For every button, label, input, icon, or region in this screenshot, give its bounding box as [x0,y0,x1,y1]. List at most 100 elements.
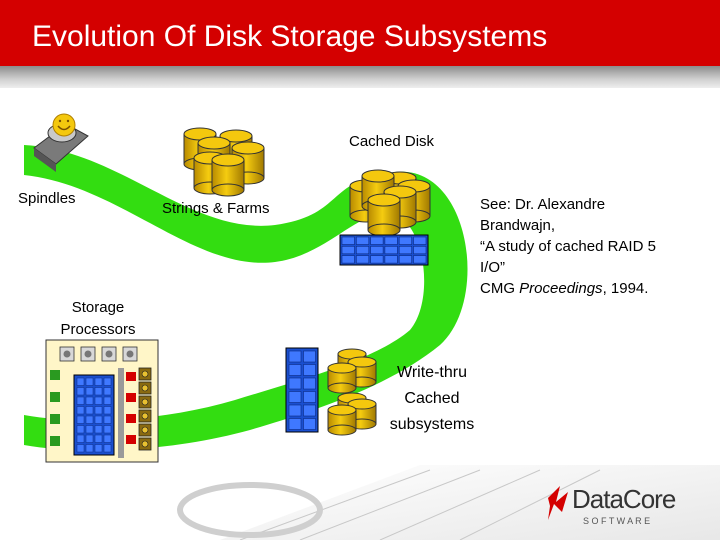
processor-array-cell [76,396,85,405]
processor-array-cell [85,377,94,386]
processor-array-cell [85,415,94,424]
reference-line5: CMG Proceedings, 1994. [480,278,710,299]
processor-slot-dot [84,350,92,358]
mini-disk-icon [138,437,152,451]
processor-connector-icon [50,392,60,402]
processor-port-icon [126,414,136,423]
reference-line4: I/O” [480,259,505,276]
cache-array-cell [370,246,384,255]
processor-array-cell [94,434,103,443]
write-thru-array-cell [288,404,302,417]
write-thru-array-cell [288,418,302,430]
processor-array-cell [76,387,85,396]
cache-array-cell [370,255,384,264]
processor-array-cell [103,415,112,424]
cache-array-cell [341,255,355,264]
processor-array-cell [85,396,94,405]
label-write-thru-line1: Write-thru [397,364,467,381]
storage-processor-box [45,339,159,463]
title-bar [0,0,720,68]
reference-line5-prefix: CMG [480,280,520,297]
processor-slot-dot [105,350,113,358]
processor-port-icon [126,435,136,444]
write-thru-array-cell [288,391,302,403]
label-write-thru-line2: Cached [404,390,460,407]
mini-disk-icon [138,381,152,395]
processor-port-icon [126,393,136,402]
processor-array-cell [103,444,112,453]
processor-array-cell [103,425,112,434]
processor-array-cell [94,406,103,415]
label-write-thru: Write-thru Cached subsystems [382,360,482,438]
cache-array-cell [384,255,398,264]
background-floor [177,465,720,540]
mini-disk-icon [138,409,152,423]
cache-array-cell [341,236,355,245]
cache-array-cell [355,255,370,264]
label-storage-processors-line1: Storage [71,299,125,316]
processor-array-cell [94,425,103,434]
processor-array-cell [94,415,103,424]
cache-array-cell [413,236,427,245]
processor-array-cell [85,425,94,434]
processor-array-cell [103,387,112,396]
slide-title: Evolution Of Disk Storage Subsystems [32,20,548,53]
processor-array-cell [76,377,85,386]
processor-array-cell [76,415,85,424]
write-thru-array-cell [303,377,316,390]
cache-array-cell [413,246,427,255]
reference-line3: “A study of cached RAID 5 [480,238,656,255]
reference-note: See: Dr. Alexandre Brandwajn, “A study o… [480,194,710,299]
processor-connector-icon [50,436,60,446]
write-thru-array-cell [288,377,302,390]
logo-name: DataCore [572,484,676,514]
cache-array-cell [413,255,427,264]
processor-array-cell [94,444,103,453]
mini-disk-icon [138,367,152,381]
label-storage-processors: Storage Processors [50,297,146,341]
processor-array-cell [103,406,112,415]
write-thru-array [285,347,319,433]
strings-farms-disk-cluster [183,127,265,197]
processor-array-cell [103,434,112,443]
processor-array-cell [103,377,112,386]
cache-memory-array [339,234,429,266]
processor-slot-dot [63,350,71,358]
processor-slot-dot [126,350,134,358]
label-strings-farms: Strings & Farms [162,200,270,217]
processor-array-cell [85,387,94,396]
write-thru-array-cell [303,391,316,403]
processor-array-cell [76,444,85,453]
mini-disk-icon [138,395,152,409]
cache-array-cell [341,246,355,255]
cache-array-cell [398,255,413,264]
processor-array-cell [85,406,94,415]
reference-line2: Brandwajn, [480,217,556,234]
processor-connector-icon [50,370,60,380]
cache-array-cell [398,246,413,255]
cache-array-cell [398,236,413,245]
label-write-thru-line3: subsystems [389,416,475,433]
title-bar-shadow [0,66,720,88]
write-thru-array-cell [288,364,302,376]
write-thru-disk-cluster [327,348,377,436]
processor-array-cell [94,377,103,386]
reference-line5-italic: Proceedings [519,280,603,297]
label-cached-disk: Cached Disk [349,133,435,150]
processor-array-cell [103,396,112,405]
write-thru-array-cell [303,404,316,417]
processor-array-cell [76,434,85,443]
processor-array-cell [76,406,85,415]
datacore-logo: DataCore S O F T W A R E [548,484,677,526]
label-storage-processors-line2: Processors [60,321,136,338]
cache-array-cell [370,236,384,245]
write-thru-array-cell [303,364,316,376]
mini-disk-icon [138,423,152,437]
processor-array-cell [94,396,103,405]
processor-array-cell [85,434,94,443]
reference-line1: See: Dr. Alexandre [480,196,606,213]
label-spindles: Spindles [18,190,76,207]
cache-array-cell [384,246,398,255]
spindle-disk-icon [33,113,89,172]
